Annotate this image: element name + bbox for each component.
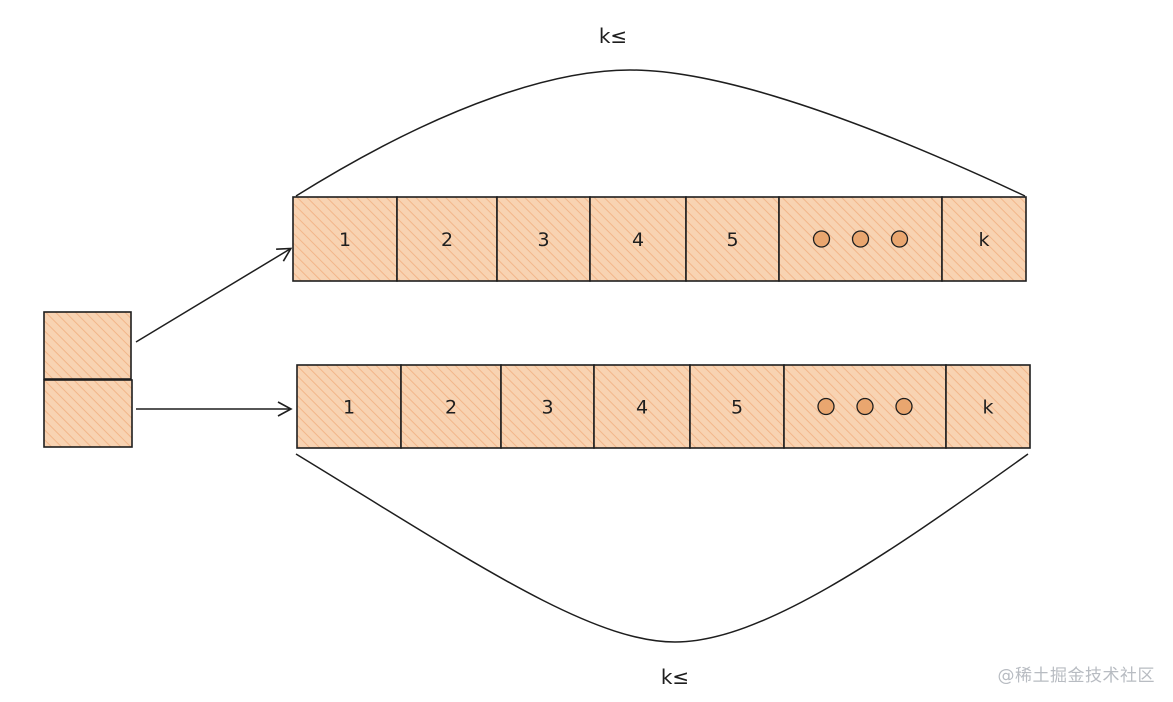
array-cell-label: k <box>978 229 989 251</box>
array-cell-box <box>400 364 502 449</box>
array-cell-label: 2 <box>445 397 457 419</box>
ellipsis-dot <box>851 230 870 248</box>
array-cell-label: 2 <box>441 229 453 251</box>
array-row-bottom: 1 2 3 4 5 k <box>296 364 1031 449</box>
top-brace-curve <box>295 69 1026 197</box>
array-cell-label: 5 <box>726 229 738 251</box>
top-brace-label: k≤ <box>599 24 627 48</box>
array-cell-label: 5 <box>731 397 743 419</box>
array-row-top: 1 2 3 4 5 k <box>292 196 1027 282</box>
array-cell-label: 3 <box>541 397 553 419</box>
array-cell-box <box>593 364 691 449</box>
small-box-bottom <box>43 379 133 448</box>
ellipsis-dot <box>895 397 913 416</box>
array-cell: 2 <box>400 364 502 449</box>
array-cell-box <box>941 196 1027 282</box>
array-cell: 4 <box>593 364 691 449</box>
array-cell-box <box>500 364 595 449</box>
arrow-to-top-row <box>135 247 293 343</box>
array-cell: k <box>945 364 1031 449</box>
bottom-brace-curve <box>295 453 1029 643</box>
array-cell: 1 <box>292 196 398 282</box>
array-cell <box>778 196 943 282</box>
array-cell-box <box>396 196 498 282</box>
array-cell: k <box>941 196 1027 282</box>
array-cell-label: 1 <box>343 397 355 419</box>
array-cell-label: 4 <box>636 397 648 419</box>
array-cell: 2 <box>396 196 498 282</box>
array-cell: 4 <box>589 196 687 282</box>
array-cell: 1 <box>296 364 402 449</box>
array-cell-label: 4 <box>632 229 644 251</box>
array-cell: 5 <box>689 364 785 449</box>
array-cell-box <box>496 196 591 282</box>
ellipsis-dot <box>890 230 909 248</box>
array-cell-label: k <box>982 397 993 419</box>
bottom-brace-label: k≤ <box>661 665 689 689</box>
array-cell <box>783 364 947 449</box>
array-cell-label: 1 <box>339 229 351 251</box>
array-cell: 3 <box>500 364 595 449</box>
array-cell-box <box>945 364 1031 449</box>
array-cell: 3 <box>496 196 591 282</box>
ellipsis-dot <box>817 397 835 416</box>
array-cell-label: 3 <box>537 229 549 251</box>
small-box-top <box>43 311 132 380</box>
ellipsis-dot <box>812 230 831 248</box>
watermark: @稀土掘金技术社区 <box>997 666 1155 686</box>
ellipsis-dot <box>856 397 874 416</box>
array-cell: 5 <box>685 196 780 282</box>
